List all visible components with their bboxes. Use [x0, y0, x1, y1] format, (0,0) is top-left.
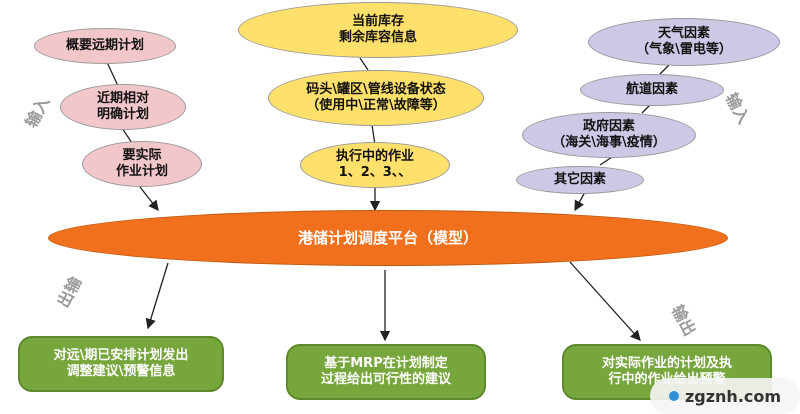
node-near-term-plan: 近期相对 明确计划	[60, 84, 186, 130]
node-port-storage-platform: 港储计划调度平台（模型）	[48, 210, 728, 266]
edge-right-4	[574, 191, 586, 212]
node-equipment-status: 码头\罐区\管线设备状态 （使用中\正常\故障等）	[268, 70, 484, 126]
node-government-factor: 政府因素 （海关\海事\疫情）	[522, 112, 696, 158]
edge-right-2	[641, 104, 651, 114]
watermark-text: zgznh.com	[684, 386, 782, 406]
edge-mid-1	[359, 57, 369, 71]
site-watermark: zgznh.com	[650, 378, 800, 414]
node-inventory-info: 当前库存 剩余库容信息	[238, 2, 518, 58]
edge-left-1	[105, 59, 119, 87]
node-output-warning: 对远\期已安排计划发出 调整建议\预警信息	[18, 336, 224, 392]
node-output-mrp-advice: 基于MRP在计划制定 过程给出可行性的建议	[286, 344, 486, 400]
node-channel-factor: 航道因素	[580, 74, 724, 106]
edge-out-right	[569, 261, 641, 341]
node-weather-factor: 天气因素 （气象\雷电等）	[588, 18, 780, 66]
edge-out-left	[145, 262, 169, 330]
node-executing-jobs: 执行中的作业 1、2、3、、	[300, 142, 450, 188]
node-long-term-plan: 概要远期计划	[34, 28, 176, 64]
watermark-logo-icon	[668, 391, 679, 401]
edge-left-3	[139, 186, 159, 212]
node-actual-work-plan: 要实际 作业计划	[82, 141, 202, 187]
node-other-factor: 其它因素	[516, 166, 644, 194]
